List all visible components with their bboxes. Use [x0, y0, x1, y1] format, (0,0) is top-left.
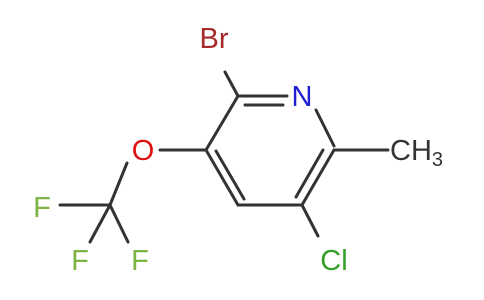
atom-chlorine-label: Cl	[320, 245, 347, 277]
bond-c3-c4-inner	[214, 149, 246, 201]
bond-c2-br	[223, 70, 240, 98]
bond-o-cf3	[108, 161, 129, 207]
atom-methyl-main: CH	[390, 135, 432, 167]
atom-methyl-label: CH3	[390, 135, 443, 171]
bond-c3-c4	[204, 148, 240, 207]
bond-n1-c6	[314, 108, 336, 148]
atom-fluorine-right-label: F	[131, 245, 149, 277]
bond-c-f-bottom	[88, 203, 112, 244]
atom-fluorine-left-label: F	[33, 192, 51, 224]
bond-c-f-right	[108, 203, 130, 244]
bond-c5-c6-inner	[294, 148, 325, 199]
bond-c5-cl	[300, 203, 320, 238]
bond-c2-c3	[204, 94, 240, 152]
bond-c5-c6	[300, 148, 336, 207]
atom-bromine-label: Br	[200, 23, 229, 55]
atom-oxygen-label: O	[132, 135, 155, 167]
atom-methyl-subscript: 3	[432, 149, 443, 171]
atom-fluorine-bottom-label: F	[71, 245, 89, 277]
atom-nitrogen-label: N	[292, 81, 313, 113]
